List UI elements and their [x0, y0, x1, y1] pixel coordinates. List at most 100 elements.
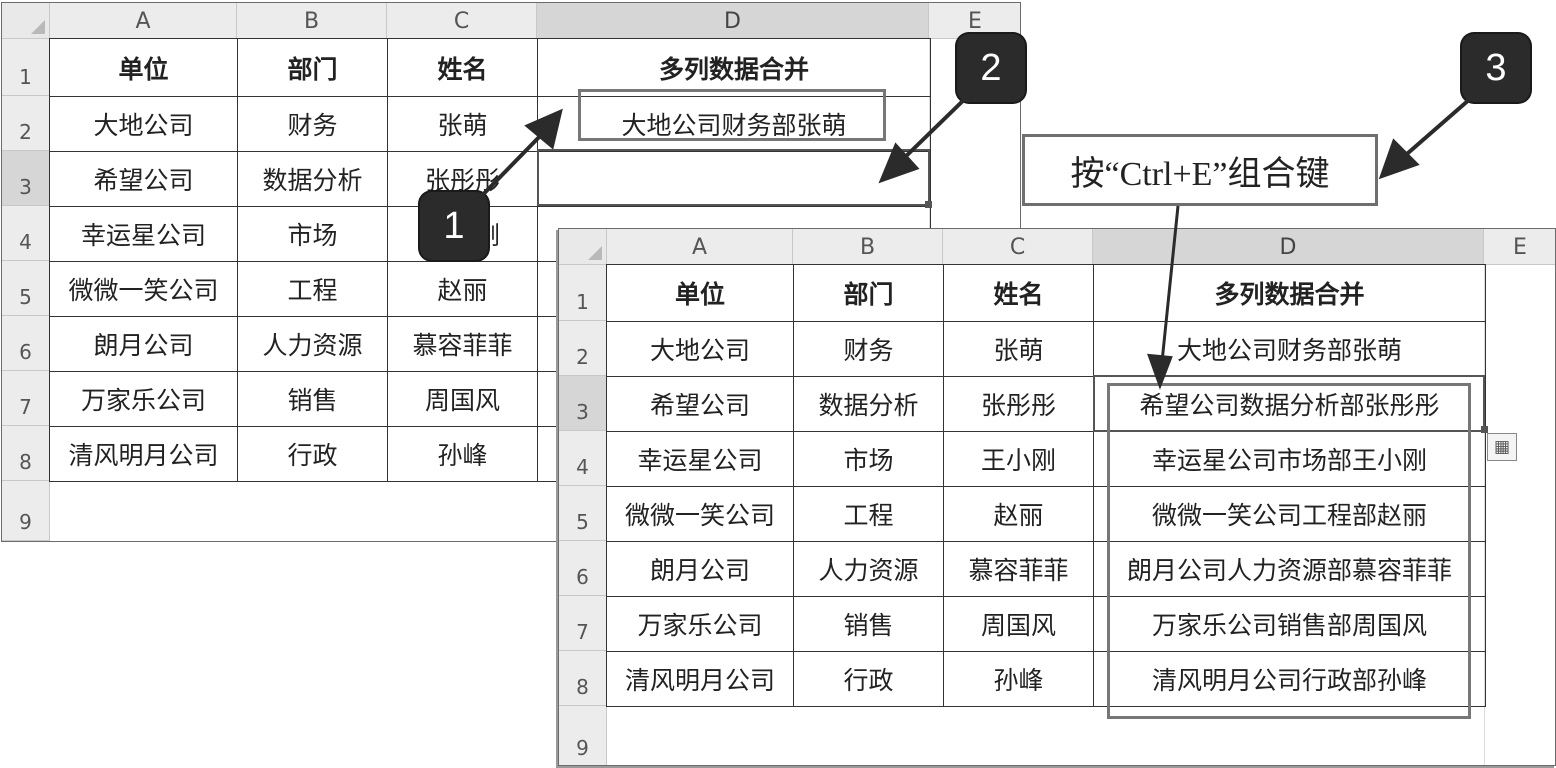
cell[interactable]: 数据分析 — [237, 151, 388, 207]
row-header-1[interactable]: 1 — [2, 39, 50, 96]
cell[interactable]: 财务 — [237, 96, 388, 152]
header-cell[interactable]: 部门 — [793, 264, 944, 322]
cell[interactable]: 财务 — [793, 321, 944, 377]
cell[interactable]: 张萌 — [943, 321, 1094, 377]
step2-arrow — [898, 90, 974, 164]
fill-handle[interactable] — [1481, 426, 1488, 433]
cell[interactable]: 人力资源 — [793, 541, 944, 597]
column-header-a[interactable]: A — [50, 3, 237, 39]
table-row: 朗月公司人力资源慕容菲菲朗月公司人力资源部慕容菲菲 — [606, 541, 1486, 597]
column-header-e[interactable]: E — [1484, 229, 1555, 265]
cell[interactable]: 大地公司 — [49, 96, 238, 152]
header-cell[interactable]: 姓名 — [943, 264, 1094, 322]
cell[interactable]: 人力资源 — [237, 316, 388, 372]
row-header-2[interactable]: 2 — [2, 96, 50, 151]
active-cell-d3[interactable] — [1093, 375, 1485, 432]
step1-arrow — [460, 128, 548, 218]
cell[interactable]: 朗月公司人力资源部慕容菲菲 — [1093, 541, 1486, 597]
row-header-8[interactable]: 8 — [559, 651, 607, 706]
column-header-d[interactable]: D — [1093, 229, 1484, 265]
cell[interactable] — [537, 151, 931, 207]
cell[interactable]: 慕容菲菲 — [943, 541, 1094, 597]
row-header-7[interactable]: 7 — [2, 371, 50, 426]
cell[interactable]: 万家乐公司 — [606, 596, 794, 652]
cell[interactable]: 孙峰 — [387, 426, 538, 482]
cell[interactable]: 工程 — [237, 261, 388, 317]
active-cell-d3[interactable] — [537, 149, 930, 206]
cell[interactable]: 王小刚 — [943, 431, 1094, 487]
cell[interactable]: 清风明月公司 — [606, 651, 794, 707]
table-row: 万家乐公司销售周国风万家乐公司销售部周国风 — [606, 596, 1486, 652]
cell[interactable]: 数据分析 — [793, 376, 944, 432]
column-header-e[interactable]: E — [929, 3, 1020, 39]
table-row: 大地公司财务张萌大地公司财务部张萌 — [606, 321, 1486, 377]
cell[interactable]: 微微一笑公司 — [49, 261, 238, 317]
cell[interactable]: 清风明月公司 — [49, 426, 238, 482]
step3-arrow — [1398, 90, 1480, 162]
row-header-6[interactable]: 6 — [559, 541, 607, 596]
cell[interactable]: 赵丽 — [943, 486, 1094, 542]
row-header-5[interactable]: 5 — [2, 261, 50, 316]
cell[interactable]: 微微一笑公司工程部赵丽 — [1093, 486, 1486, 542]
row-header-3[interactable]: 3 — [2, 151, 50, 206]
step1-arrowhead-icon — [524, 108, 563, 150]
row-header-8[interactable]: 8 — [2, 426, 50, 481]
cell[interactable]: 朗月公司 — [606, 541, 794, 597]
header-cell[interactable]: 单位 — [606, 264, 794, 322]
cell[interactable]: 行政 — [237, 426, 388, 482]
example-entry-highlight — [578, 89, 886, 141]
cell[interactable]: 行政 — [793, 651, 944, 707]
header-cell[interactable]: 多列数据合并 — [537, 38, 931, 97]
cell[interactable]: 幸运星公司市场部王小刚 — [1093, 431, 1486, 487]
callout-arrowhead-icon — [1147, 353, 1173, 390]
cell[interactable]: 大地公司 — [606, 321, 794, 377]
column-header-d[interactable]: D — [537, 3, 929, 39]
table-row: 清风明月公司行政孙峰清风明月公司行政部孙峰 — [606, 651, 1486, 707]
cell[interactable]: 周国风 — [943, 596, 1094, 652]
column-header-a[interactable]: A — [607, 229, 793, 265]
row-header-4[interactable]: 4 — [2, 206, 50, 261]
row-header-2[interactable]: 2 — [559, 321, 607, 376]
fill-handle[interactable] — [925, 201, 932, 208]
table-row: 大地公司财务张萌大地公司财务部张萌 — [49, 96, 931, 152]
shortcut-callout: 按“Ctrl+E”组合键 — [1022, 134, 1378, 206]
header-cell[interactable]: 多列数据合并 — [1093, 264, 1486, 322]
row-header-7[interactable]: 7 — [559, 596, 607, 651]
cell[interactable]: 万家乐公司销售部周国风 — [1093, 596, 1486, 652]
cell[interactable]: 幸运星公司 — [606, 431, 794, 487]
cell[interactable]: 赵丽 — [387, 261, 538, 317]
column-header-c[interactable]: C — [387, 3, 537, 39]
cell[interactable]: 张彤彤 — [943, 376, 1094, 432]
header-cell[interactable]: 部门 — [237, 38, 388, 97]
row-header-3[interactable]: 3 — [559, 376, 607, 431]
header-cell[interactable]: 姓名 — [387, 38, 538, 97]
cell[interactable]: 万家乐公司 — [49, 371, 238, 427]
column-header-c[interactable]: C — [943, 229, 1093, 265]
cell[interactable]: 慕容菲菲 — [387, 316, 538, 372]
row-header-4[interactable]: 4 — [559, 431, 607, 486]
cell[interactable]: 朗月公司 — [49, 316, 238, 372]
callout-arrow — [1160, 205, 1180, 363]
worksheet-after: A B C D E 1 2 3 4 5 6 7 8 9 单位 部门 姓名 多列数… — [558, 228, 1556, 766]
flash-fill-options-icon[interactable]: ▦ — [1487, 433, 1517, 461]
select-all-corner[interactable] — [2, 3, 50, 39]
cell[interactable]: 希望公司 — [606, 376, 794, 432]
filled-range-highlight — [1107, 383, 1471, 719]
step-badge-3: 3 — [1462, 34, 1530, 102]
row-header-5[interactable]: 5 — [559, 486, 607, 541]
cell[interactable]: 幸运星公司 — [49, 206, 238, 262]
cell[interactable]: 市场 — [793, 431, 944, 487]
select-all-corner[interactable] — [559, 229, 607, 265]
column-header-b[interactable]: B — [237, 3, 387, 39]
table-row: 希望公司数据分析张彤彤 — [49, 151, 931, 207]
cell[interactable]: 周国风 — [387, 371, 538, 427]
cell[interactable]: 孙峰 — [943, 651, 1094, 707]
cell[interactable]: 清风明月公司行政部孙峰 — [1093, 651, 1486, 707]
cell[interactable]: 大地公司财务部张萌 — [537, 96, 931, 152]
row-header-6[interactable]: 6 — [2, 316, 50, 371]
cell[interactable]: 销售 — [793, 596, 944, 652]
row-header-9[interactable]: 9 — [2, 481, 50, 541]
row-header-9[interactable]: 9 — [559, 706, 607, 765]
header-cell[interactable]: 单位 — [49, 38, 238, 97]
